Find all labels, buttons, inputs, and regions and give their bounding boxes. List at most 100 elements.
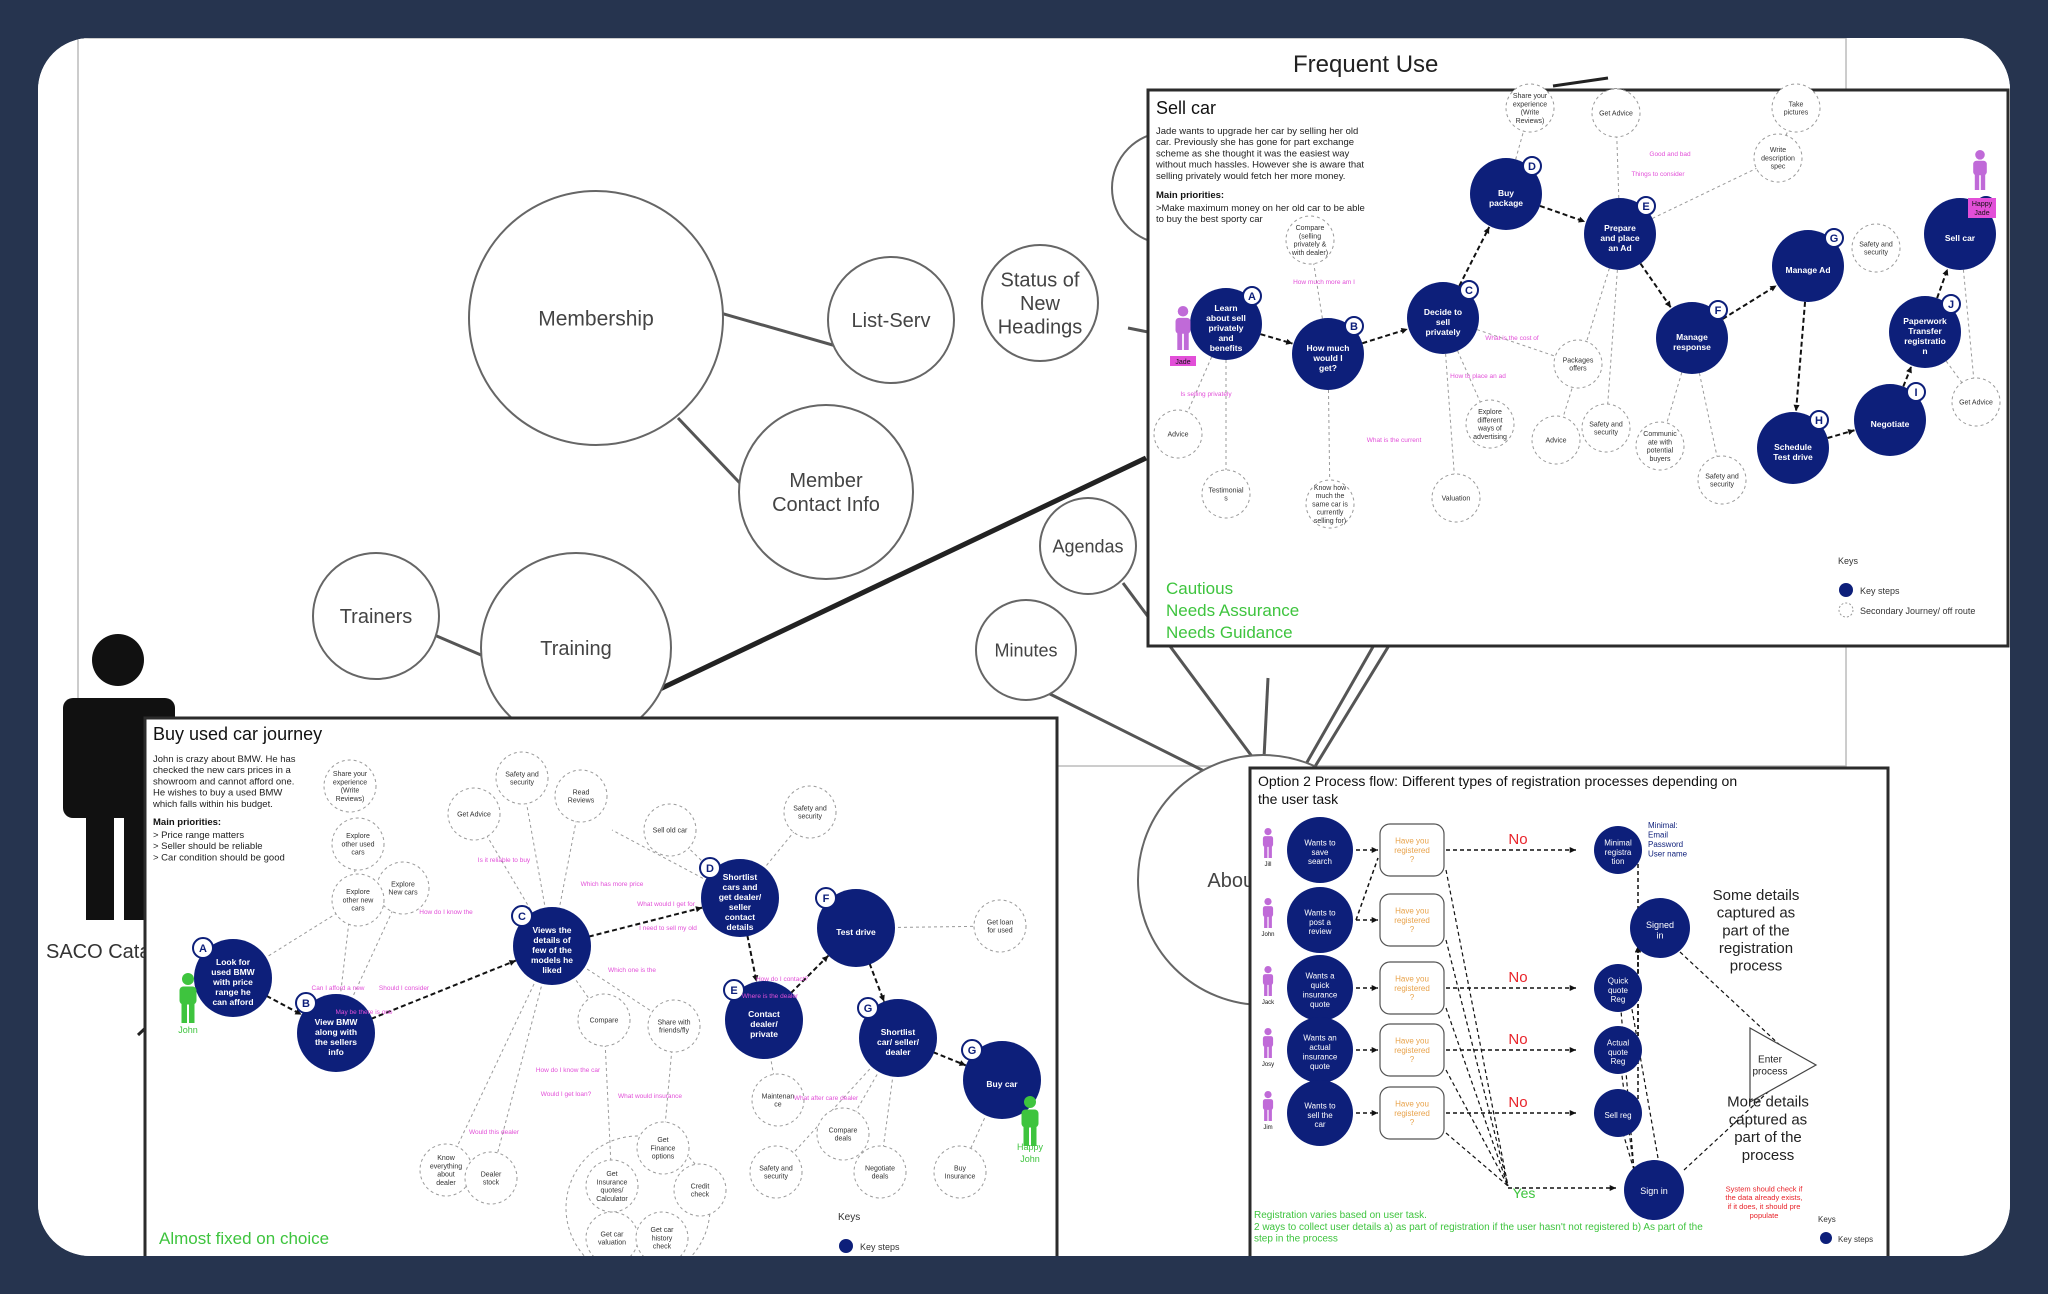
map-node-label: Headings bbox=[998, 317, 1083, 339]
secondary-label: Explore bbox=[1478, 409, 1502, 416]
flow-arrow bbox=[790, 954, 830, 994]
key-legend-label: Key steps bbox=[1838, 1235, 1873, 1244]
flow-arrow bbox=[588, 906, 703, 938]
secondary-label: Safety and bbox=[1705, 473, 1739, 480]
map-node-label: Contact Info bbox=[772, 494, 880, 516]
arrow-head bbox=[1569, 1046, 1576, 1054]
arrow-shaft bbox=[370, 959, 517, 1020]
task-label: car bbox=[1314, 1120, 1325, 1129]
key-step-label: seller bbox=[729, 902, 752, 912]
persona-icon bbox=[1262, 1091, 1274, 1121]
flow-line bbox=[1619, 1122, 1635, 1171]
secondary-label: Advice bbox=[1167, 431, 1188, 438]
secondary-connector bbox=[879, 1037, 899, 1173]
persona-happy-jade-label: Jade bbox=[1974, 210, 1989, 217]
secondary-circle bbox=[1201, 469, 1251, 519]
secondary-label: Advice bbox=[1545, 437, 1566, 444]
arrow-head bbox=[1483, 226, 1490, 234]
key-legend-dashed bbox=[1838, 602, 1854, 618]
persona-happy-jade-label: Happy bbox=[1972, 201, 1993, 208]
flow-arrow bbox=[1458, 226, 1491, 287]
registration-label: quote bbox=[1608, 1048, 1629, 1057]
key-step-label: the sellers bbox=[315, 1037, 357, 1047]
secondary-label: Credit bbox=[691, 1183, 710, 1190]
arrow-head bbox=[1609, 1184, 1616, 1192]
persona-leg bbox=[1264, 984, 1268, 996]
registration-note: part of the bbox=[1722, 922, 1790, 939]
secondary-label: selling for) bbox=[1314, 518, 1346, 525]
key-step-label: privately bbox=[1209, 323, 1244, 333]
arrow-head bbox=[1634, 946, 1642, 953]
secondary-label: cars bbox=[351, 906, 365, 913]
step-letter-badge bbox=[1522, 156, 1542, 176]
secondary-label: Insurance bbox=[597, 1179, 628, 1186]
task-label: Wants a bbox=[1305, 972, 1335, 981]
secondary-circle bbox=[1851, 223, 1901, 273]
decision-rect bbox=[1379, 1023, 1445, 1077]
secondary-circle bbox=[1465, 399, 1515, 449]
arrow-shaft bbox=[1795, 301, 1807, 412]
key-step-label: Shortlist bbox=[723, 872, 758, 882]
connector-line bbox=[1037, 686, 1209, 775]
secondary-step: Get Advice bbox=[1591, 88, 1641, 138]
persona-label: John bbox=[1261, 932, 1274, 938]
arrow-head bbox=[1371, 1109, 1378, 1117]
secondary-label: security bbox=[1594, 430, 1619, 437]
persona-happy-john-label: Happy bbox=[1017, 1142, 1044, 1152]
secondary-label: Get Advice bbox=[1959, 399, 1993, 406]
arrow-shaft bbox=[588, 906, 703, 938]
flow-arrow bbox=[1446, 846, 1576, 854]
key-step-label: Manage Ad bbox=[1785, 265, 1830, 275]
task-label: Wants to bbox=[1304, 908, 1336, 917]
flow-arrow bbox=[1356, 984, 1378, 992]
process-note: More details bbox=[1727, 1094, 1809, 1111]
key-step-circle bbox=[1470, 158, 1542, 230]
question-text: What is the current bbox=[1367, 437, 1422, 444]
secondary-circle bbox=[1635, 421, 1685, 471]
secondary-label: (Write bbox=[1521, 110, 1540, 117]
signed-in-circle bbox=[1630, 898, 1690, 958]
key-step-label: cars and bbox=[723, 882, 758, 892]
task-label: quote bbox=[1310, 1000, 1331, 1009]
question-text: May be there is one bbox=[335, 1009, 392, 1016]
secondary-label: cars bbox=[351, 850, 365, 857]
persona-head bbox=[1264, 828, 1272, 836]
question-text: Can I afford a new bbox=[312, 985, 365, 992]
decision-label: Have you bbox=[1395, 906, 1429, 915]
secondary-label: other used bbox=[341, 841, 374, 848]
key-step-label: liked bbox=[542, 965, 561, 975]
secondary-label: Explore bbox=[346, 889, 370, 896]
task-label: review bbox=[1308, 927, 1331, 936]
arrow-head bbox=[1664, 300, 1671, 308]
secondary-label: Safety and bbox=[505, 771, 539, 778]
secondary-circle bbox=[1697, 455, 1747, 505]
step-letter: A bbox=[199, 943, 207, 955]
secondary-label: ate with bbox=[1648, 439, 1672, 446]
signed-in-label: Signed bbox=[1646, 920, 1674, 930]
arrow-shaft bbox=[266, 995, 303, 1016]
step-letter-badge bbox=[1906, 382, 1926, 402]
flow-arrow bbox=[1356, 846, 1378, 854]
key-step-label: registratio bbox=[1904, 336, 1946, 346]
secondary-label: Get bbox=[606, 1171, 617, 1178]
decision-label: registered bbox=[1394, 846, 1430, 855]
decision-label: ? bbox=[1410, 855, 1415, 864]
arrow-head bbox=[1578, 216, 1586, 223]
arrow-head bbox=[1285, 338, 1293, 345]
no-label: No bbox=[1508, 969, 1527, 986]
